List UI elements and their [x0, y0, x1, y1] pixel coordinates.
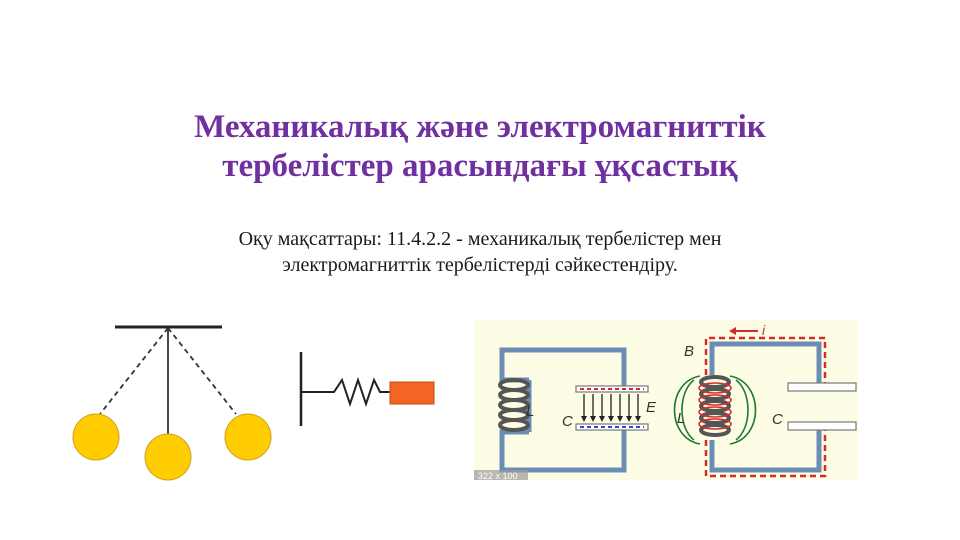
watermark-text: 322 x 100: [478, 471, 518, 480]
label-inductor-right: L: [677, 410, 685, 427]
right-circuit-wire-bottom: [709, 424, 822, 473]
label-capacitor-left: C: [562, 413, 573, 430]
current-path-bottom: [704, 424, 827, 478]
title-line-2: тербелістер арасындағы ұқсастық: [222, 148, 738, 184]
label-current: i: [762, 322, 766, 338]
right-inductor-current: [698, 382, 732, 430]
left-electric-field-arrowheads: [581, 416, 641, 422]
right-capacitor-bottom-plate: [787, 421, 857, 431]
lc-circuit-figure: L C E: [474, 320, 858, 480]
label-capacitor-right: C: [772, 411, 783, 428]
label-magnetic-field: B: [684, 343, 694, 360]
pendulum-bob-center: [144, 433, 192, 481]
right-inductor-coil: [699, 375, 731, 437]
pendulum-bob-right: [224, 413, 272, 461]
circuit-right: i B L C: [673, 322, 857, 478]
pendulum-bob-left: [72, 413, 120, 461]
spring-coil: [301, 376, 390, 408]
left-electric-field-arrows: [583, 394, 639, 418]
learning-objective: Оқу мақсаттары: 11.4.2.2 - механикалық т…: [120, 226, 840, 278]
label-field-left: E: [646, 399, 657, 416]
title-line-1: Механикалық және электромагниттік: [194, 109, 766, 145]
right-capacitor-top-plate: [787, 382, 857, 392]
current-arrow: [729, 327, 758, 335]
spring-block: [389, 381, 435, 405]
pendulum-string-left: [99, 327, 169, 415]
slide-title: Механикалық және электромагниттік тербел…: [80, 108, 880, 186]
pendulum-string-right: [167, 327, 237, 415]
objective-line-2: электромагниттік тербелістерді сәйкестен…: [282, 254, 678, 276]
watermark-bg: [474, 470, 528, 480]
magnetic-field-lines: [673, 375, 757, 445]
left-inductor-coil: [498, 378, 530, 432]
objective-line-1: Оқу мақсаттары: 11.4.2.2 - механикалық т…: [238, 228, 722, 250]
label-inductor-left: L: [526, 403, 534, 420]
current-path-top: [704, 336, 827, 386]
circuit-background: [474, 320, 858, 480]
circuit-left: L C E: [498, 347, 657, 473]
spring-mass-figure: [299, 352, 435, 426]
pendulum-figure: [72, 325, 272, 481]
right-circuit-wire-top: [709, 341, 822, 386]
